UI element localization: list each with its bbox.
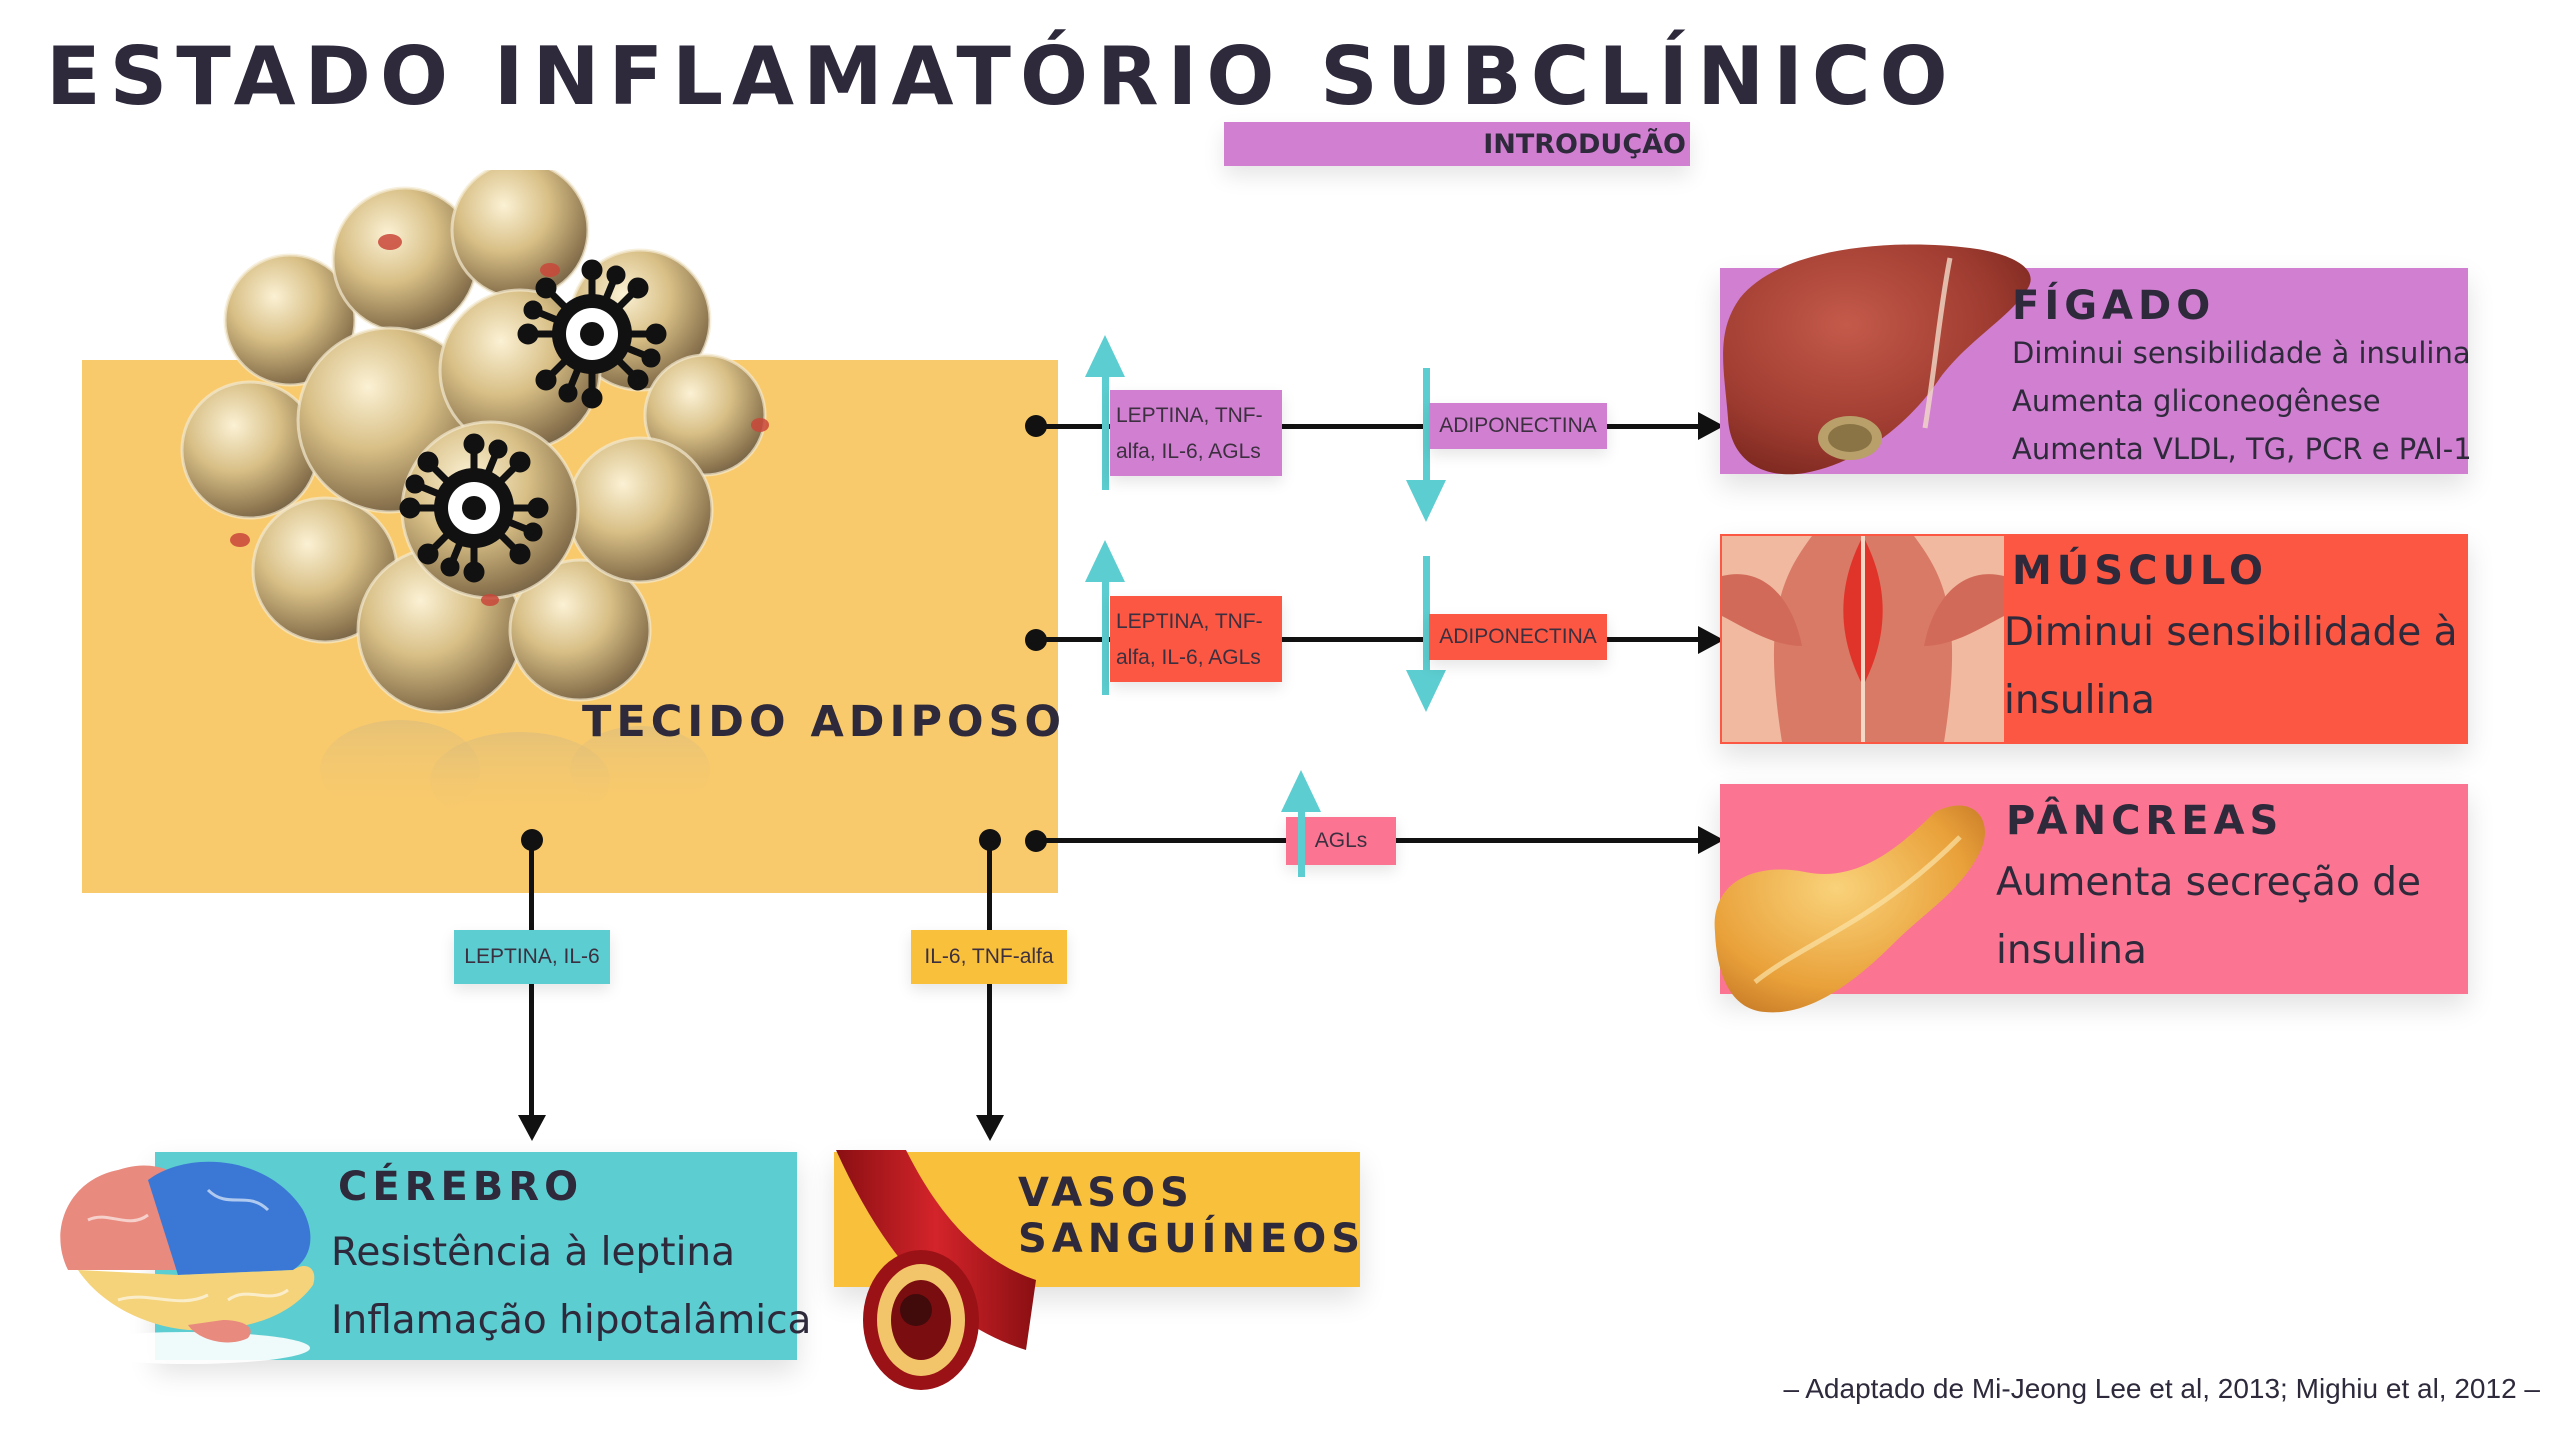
liver-pathway-arrowhead	[1698, 412, 1724, 440]
muscle-title: MÚSCULO	[2012, 548, 2268, 594]
liver-effect: Diminui sensibilidade à insulina	[2012, 336, 2471, 370]
section-label: INTRODUÇÃO	[1224, 122, 1690, 166]
muscle-effect: Diminui sensibilidade à	[2004, 610, 2458, 655]
liver-effect: Aumenta gliconeogênese	[2012, 384, 2381, 418]
muscle-decrease-tag: ADIPONECTINA	[1429, 614, 1607, 660]
brain-title: CÉREBRO	[338, 1164, 584, 1210]
pancreas-icon	[1714, 805, 1985, 1013]
liver-icon	[1723, 244, 2031, 475]
fat-cells-cluster-icon	[180, 170, 769, 828]
pancreas-pathway-arrowhead	[1698, 826, 1724, 854]
pancreas-effect: insulina	[1996, 928, 2147, 973]
page-title: ESTADO INFLAMATÓRIO SUBCLÍNICO	[46, 30, 1957, 123]
liver-decrease-tag: ADIPONECTINA	[1429, 403, 1607, 449]
brain-icon	[60, 1161, 315, 1364]
increase-arrow-shaft	[1298, 805, 1305, 877]
source-citation: – Adaptado de Mi-Jeong Lee et al, 2013; …	[1783, 1373, 2540, 1404]
increase-arrow-head	[1085, 335, 1125, 377]
decrease-arrow-shaft	[1423, 556, 1430, 671]
blood-vessel-icon	[836, 1150, 1036, 1390]
muscle-increase-tag: LEPTINA, TNF-alfa, IL-6, AGLs	[1110, 596, 1282, 682]
adipose-tissue-label: TECIDO ADIPOSO	[582, 697, 1067, 747]
brain-tag: LEPTINA, IL-6	[454, 930, 610, 984]
brain-pathway-arrowhead	[518, 1115, 546, 1141]
decrease-arrow-head	[1406, 670, 1446, 712]
liver-title: FÍGADO	[2012, 283, 2216, 329]
liver-increase-tag: LEPTINA, TNF-alfa, IL-6, AGLs	[1110, 390, 1282, 476]
liver-effect: Aumenta VLDL, TG, PCR e PAI-1	[2012, 432, 2472, 466]
back-muscles-icon	[1722, 536, 2004, 742]
increase-arrow-head	[1085, 540, 1125, 582]
vessels-tag: IL-6, TNF-alfa	[911, 930, 1067, 984]
muscle-pathway-line	[1036, 637, 1698, 642]
brain-effect: Inflamação hipotalâmica	[331, 1298, 812, 1343]
muscle-effect: insulina	[2004, 678, 2155, 723]
vessels-pathway-arrowhead	[976, 1115, 1004, 1141]
liver-pathway-line	[1036, 424, 1698, 429]
fat-cell-reflection	[320, 720, 710, 828]
brain-effect: Resistência à leptina	[331, 1230, 736, 1275]
increase-arrow-shaft	[1102, 375, 1109, 490]
muscle-pathway-arrowhead	[1698, 626, 1724, 654]
virus-icon	[517, 259, 667, 409]
section-label-text: INTRODUÇÃO	[1483, 128, 1686, 160]
increase-arrow-shaft	[1102, 580, 1109, 695]
virus-icon	[399, 433, 549, 583]
pancreas-effect: Aumenta secreção de	[1996, 860, 2421, 905]
increase-arrow-head	[1281, 770, 1321, 812]
pancreas-title: PÂNCREAS	[2006, 798, 2284, 844]
decrease-arrow-shaft	[1423, 368, 1430, 480]
decrease-arrow-head	[1406, 480, 1446, 522]
vessels-title: VASOS SANGUÍNEOS	[1018, 1170, 1366, 1262]
